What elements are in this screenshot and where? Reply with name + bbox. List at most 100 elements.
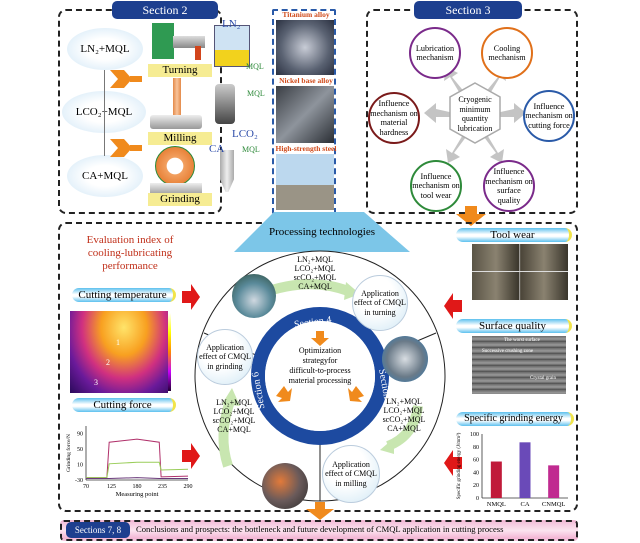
thermal-scale — [168, 313, 171, 391]
x-tick-label: 180 — [133, 484, 142, 490]
thermal-label-2: 2 — [106, 358, 110, 367]
tech-item: CA+MQL — [217, 425, 251, 434]
grinding-effect: Application effect of CMQL in grinding — [197, 329, 253, 385]
milling-workpiece — [150, 115, 202, 129]
y-tick-label: 60 — [473, 458, 479, 464]
milling-cutter — [215, 84, 235, 124]
tech-list-grinding: LN₂+MQL LCO₂+MQL scCO₂+MQL CA+MQL — [206, 398, 262, 434]
bar-NMQL — [490, 461, 502, 498]
y-tick-label: 50 — [77, 447, 83, 453]
processing-technologies-title: Processing technologies — [268, 226, 375, 238]
grinding-energy-chart: 0 20 40 60 80 100 Specific grinding energy (J/… — [456, 432, 568, 508]
mechanism-surface-quality: Influence mechanism on surface quality — [483, 160, 535, 212]
process-milling: Milling — [148, 132, 212, 145]
sem-label-crystal: Crystal grain — [530, 376, 556, 381]
x-tick-label: CNMQL — [542, 501, 566, 508]
ln2-label: LN₂ — [222, 18, 241, 30]
fork-arrow-icon — [110, 139, 142, 157]
series-line-normal — [86, 438, 189, 479]
y-tick-label: 0 — [476, 496, 479, 502]
grinding-nozzle — [220, 150, 234, 192]
material-steel: High-strength steel — [275, 144, 337, 153]
grinding-wheel — [155, 146, 195, 186]
cutting-temperature-pill: Cutting temperature — [72, 288, 176, 302]
mechanism-tool-wear: Influence mechanism on tool wear — [410, 160, 462, 212]
titanium-engine-image — [276, 20, 334, 75]
sem-label-worst: The worst surface — [504, 338, 540, 343]
y-axis-label: Specific grinding energy (J/mm³) — [456, 432, 462, 499]
milling-effect: Application effect of CMQL in milling — [322, 445, 380, 503]
tech-item: LN₂+MQL — [216, 398, 252, 407]
process-grinding: Grinding — [148, 193, 212, 206]
thermal-label-1: 1 — [116, 338, 120, 347]
tool-wear-divider — [472, 271, 568, 272]
processing-funnel — [234, 212, 410, 252]
y-tick-label: 80 — [473, 445, 479, 451]
bar-CA — [519, 442, 531, 498]
x-axis-label: Measuring point — [116, 491, 159, 498]
tech-item: scCO₂+MQL — [382, 415, 426, 424]
y-tick-label: -30 — [75, 478, 83, 484]
tool-wear-image — [472, 244, 568, 300]
tech-item: CA+MQL — [298, 282, 332, 291]
mql-label-turning: MQL — [246, 62, 264, 71]
surface-quality-pill: Surface quality — [456, 319, 572, 333]
red-arrow-icon — [444, 293, 462, 319]
down-arrow-icon — [456, 206, 486, 226]
tech-item: scCO₂+MQL — [212, 416, 256, 425]
x-tick-label: 125 — [107, 484, 116, 490]
y-tick-label: 10 — [77, 463, 83, 469]
sem-image — [472, 336, 566, 394]
grinding-photo — [262, 463, 308, 509]
series-line-axial — [86, 477, 188, 479]
turning-tool — [195, 46, 201, 60]
tech-item: LN₂+MQL — [297, 255, 333, 264]
connector-line — [104, 70, 105, 156]
cutting-force-pill: Cutting force — [72, 398, 176, 412]
steel-aircraft-image — [276, 154, 334, 210]
nozzle-box — [214, 25, 250, 67]
y-tick-label: 20 — [473, 483, 479, 489]
core-strategy: Optimization strategyfor difficult-to-pr… — [288, 346, 352, 385]
grinding-workpiece — [150, 183, 202, 195]
lco2-label: LCO₂ — [232, 128, 258, 140]
fork-arrow-icon — [110, 70, 142, 88]
material-nickel: Nickel base alloy — [279, 76, 333, 85]
thermal-image — [70, 311, 168, 393]
y-axis-label: Grinding force/N — [65, 434, 72, 472]
nickel-turbine-image — [276, 86, 334, 143]
tech-item: scCO₂+MQL — [293, 273, 337, 282]
method-ca: CA+MQL — [67, 155, 143, 197]
mql-label-milling: MQL — [247, 89, 265, 98]
method-ln2: LN₂+MQL — [67, 28, 143, 70]
tech-item: LCO₂+MQL — [383, 406, 425, 415]
y-tick-label: 40 — [473, 470, 479, 476]
milling-spindle — [173, 78, 181, 116]
x-tick-label: 290 — [184, 484, 193, 490]
red-arrow-icon — [182, 284, 200, 310]
footer-box — [60, 520, 578, 541]
tool-wear-pill: Tool wear — [456, 228, 572, 242]
mechanism-material-hardness: Influence mechanism on material hardness — [368, 92, 420, 144]
process-turning: Turning — [148, 64, 212, 77]
tech-list-turning: LN₂+MQL LCO₂+MQL scCO₂+MQL CA+MQL — [285, 255, 345, 291]
mql-label-grinding: MQL — [242, 145, 260, 154]
mechanism-lubrication: Lubrication mechanism — [409, 27, 461, 79]
footer-text: Conclusions and prospects: the bottlenec… — [136, 524, 504, 534]
section3-tab: Section 3 — [414, 1, 522, 19]
bar-CNMQL — [548, 465, 560, 498]
material-titanium: Titanium alloy — [282, 10, 330, 19]
section2-tab: Section 2 — [112, 1, 218, 19]
x-tick-label: NMQL — [487, 501, 506, 508]
thermal-label-3: 3 — [94, 378, 98, 387]
x-tick-label: 235 — [158, 484, 167, 490]
cmql-center-label: Cryogenic minimum quantity lubrication — [457, 95, 493, 133]
turning-workpiece — [173, 36, 205, 48]
ca-label: CA — [209, 143, 225, 155]
y-tick-label: 100 — [470, 432, 479, 438]
milling-photo — [382, 336, 428, 382]
sem-label-crushing: Successive crushing zone — [482, 349, 534, 354]
tech-item: LN₂+MQL — [386, 397, 422, 406]
y-tick-label: 90 — [77, 432, 83, 438]
red-arrow-icon — [182, 443, 200, 469]
